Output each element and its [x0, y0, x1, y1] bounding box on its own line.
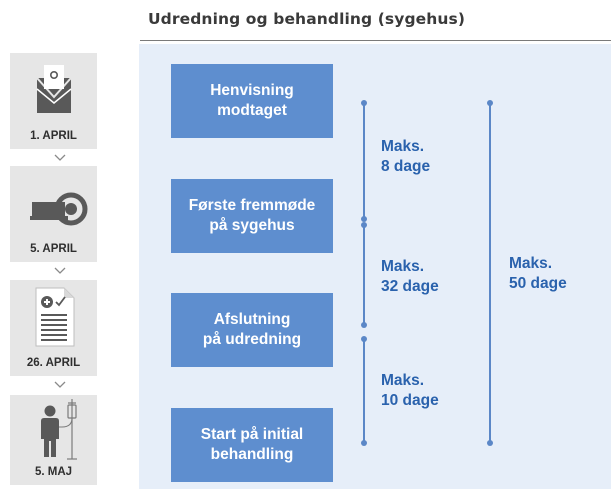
timeline-date: 26. APRIL [26, 357, 81, 369]
step-label-line1: Første fremmøde [188, 197, 316, 214]
interval-endpoint [487, 440, 493, 446]
chevron-down-icon [54, 267, 66, 274]
step-referral-received: Henvisning modtaget [171, 64, 333, 138]
timeline-date: 5. MAJ [34, 466, 73, 478]
interval-line-8-days [363, 103, 365, 219]
duration-value: 10 dage [381, 392, 439, 409]
patient-iv-drip-icon [41, 399, 77, 460]
interval-endpoint [361, 222, 367, 228]
duration-prefix: Maks. [509, 255, 553, 272]
step-label-line1: Start på initial [200, 426, 304, 443]
duration-label-10-days: Maks. 10 dage [381, 371, 439, 411]
interval-line-50-days [489, 103, 491, 443]
timeline-card-first-visit: 5. APRIL [10, 166, 97, 262]
duration-label-32-days: Maks. 32 dage [381, 257, 439, 297]
interval-endpoint [487, 100, 493, 106]
step-label-line2: modtaget [217, 102, 287, 119]
duration-label-8-days: Maks. 8 dage [381, 137, 430, 177]
timeline-date: 1. APRIL [30, 130, 77, 142]
interval-endpoint [361, 216, 367, 222]
medical-report-icon [35, 287, 75, 347]
timeline-card-referral: 1. APRIL [10, 53, 97, 149]
page-title: Udredning og behandling (sygehus) [148, 10, 466, 28]
duration-prefix: Maks. [381, 258, 425, 275]
duration-label-50-days: Maks. 50 dage [509, 254, 567, 294]
interval-line-32-days [363, 225, 365, 325]
interval-endpoint [361, 440, 367, 446]
interval-endpoint [361, 322, 367, 328]
duration-prefix: Maks. [381, 138, 425, 155]
chevron-down-icon [54, 381, 66, 388]
duration-value: 32 dage [381, 278, 439, 295]
interval-endpoint [361, 100, 367, 106]
duration-value: 8 dage [381, 158, 431, 175]
step-treatment-start: Start på initial behandling [171, 408, 333, 482]
title-divider [140, 40, 611, 41]
interval-endpoint [361, 336, 367, 342]
step-label-line1: Henvisning [210, 82, 294, 99]
step-label-line2: behandling [210, 446, 294, 463]
chevron-down-icon [54, 154, 66, 161]
step-first-visit: Første fremmøde på sygehus [171, 179, 333, 253]
patient-scanner-icon [30, 192, 88, 226]
step-label-line1: Afslutning [213, 311, 291, 328]
interval-line-10-days [363, 339, 365, 443]
timeline-card-treatment-start: 5. MAJ [10, 395, 97, 485]
timeline-card-assessment-done: 26. APRIL [10, 280, 97, 376]
step-assessment-complete: Afslutning på udredning [171, 293, 333, 367]
step-label-line2: på sygehus [209, 217, 295, 234]
duration-value: 50 dage [509, 275, 567, 292]
step-label-line2: på udredning [202, 331, 302, 348]
duration-prefix: Maks. [381, 372, 425, 389]
timeline-date: 5. APRIL [30, 243, 77, 255]
envelope-icon [36, 65, 72, 113]
